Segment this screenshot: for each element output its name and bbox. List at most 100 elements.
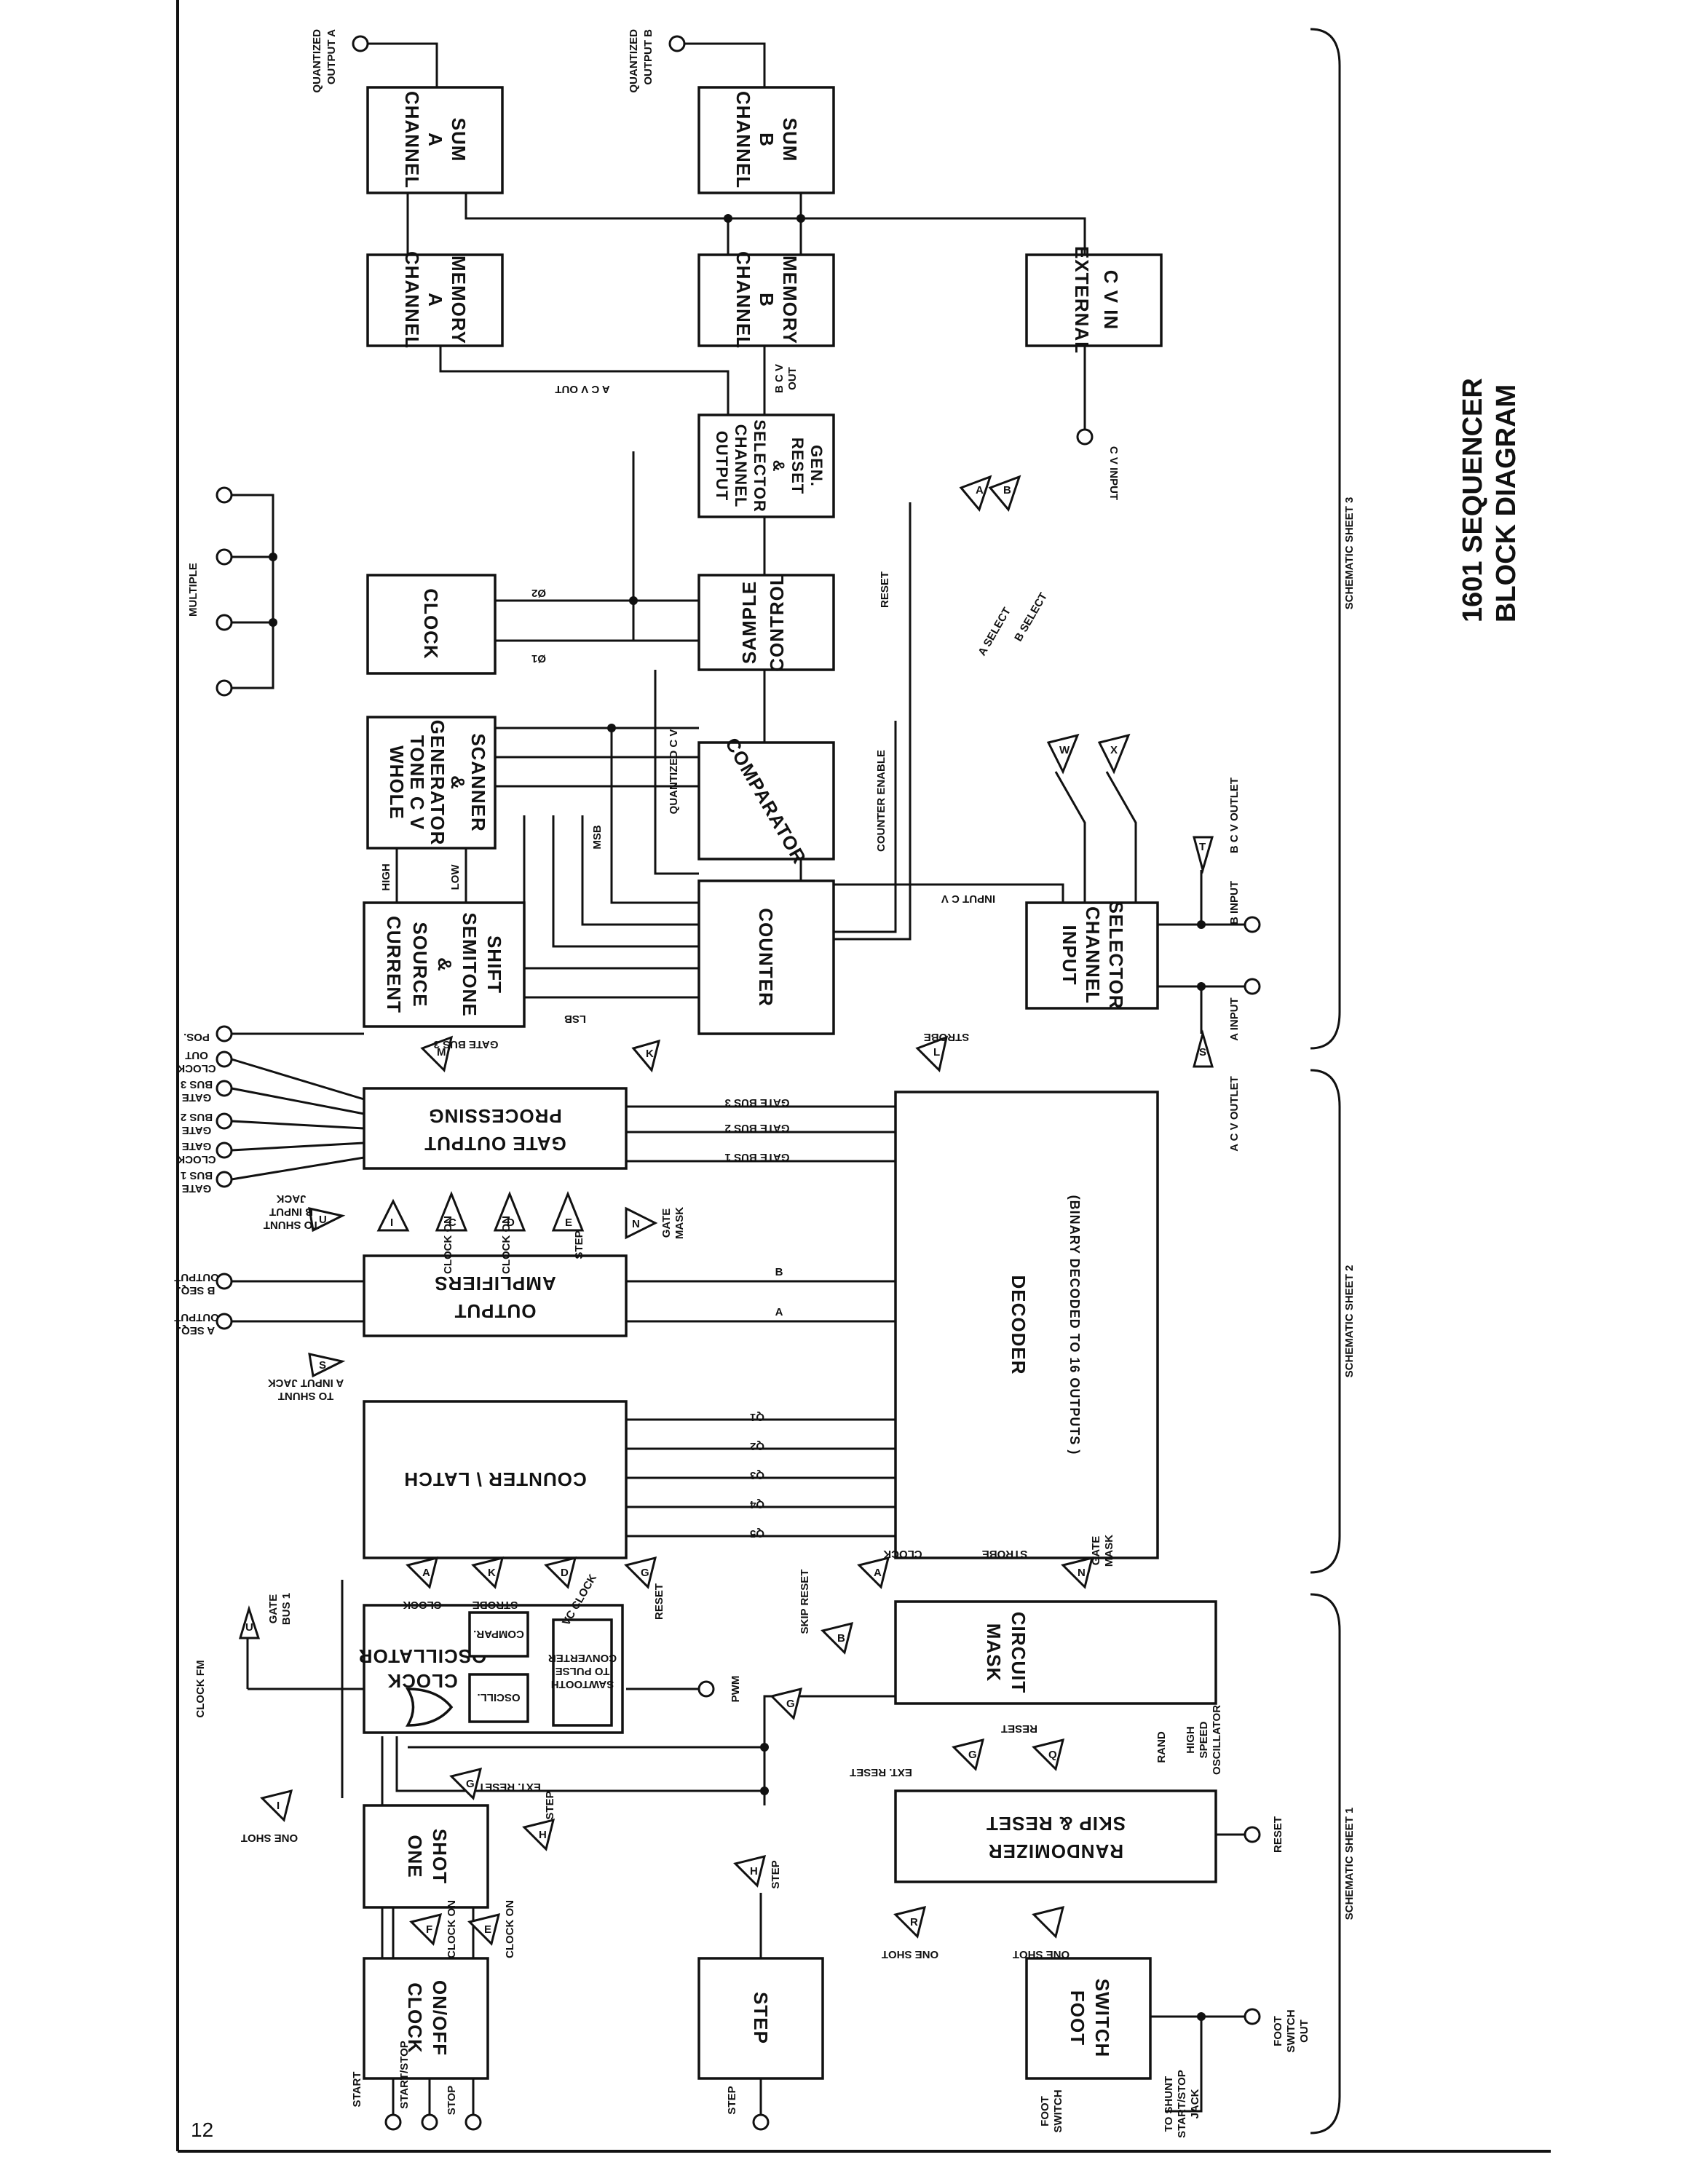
reset-label-top: RESET	[879, 571, 891, 608]
channel-a-sum-line-3: SUM	[448, 118, 470, 162]
ocs-line-2: CHANNEL	[732, 424, 750, 508]
channel-a-sum-block: CHANNEL A SUM	[366, 86, 504, 194]
a-seq-line-1: A SEQ.	[178, 1324, 215, 1337]
tri-letter-b1: B	[1003, 484, 1011, 496]
shunt-b-line-2: B INPUT	[269, 1206, 313, 1218]
counter-latch-block: COUNTER \ LATCH	[363, 1400, 628, 1559]
hso-line-3: OSCILLATOR	[1211, 1705, 1223, 1775]
gb1-small-line-1: GATE	[267, 1594, 280, 1624]
step-jack-label: STEP	[726, 2086, 738, 2114]
foot-out-line-3: OUT	[1298, 2019, 1310, 2043]
oa-line-2: AMPLIFIERS	[434, 1273, 556, 1294]
b-cv-out-line-1: B C V	[773, 364, 786, 393]
multiple-jack-4	[216, 679, 233, 697]
hso-line-1: HIGH	[1185, 1726, 1197, 1754]
shunt-ss-line-2: START/STOP	[1176, 2070, 1188, 2138]
counter-line-1: COUNTER	[755, 908, 777, 1007]
multiple-label: MULTIPLE	[187, 563, 199, 617]
start-stop-jack	[421, 2113, 438, 2131]
gb3-jack-line-1: GATE	[182, 1091, 212, 1104]
mask-line-2: CIRCUIT	[1008, 1612, 1029, 1693]
high-label: HIGH	[380, 863, 392, 891]
multiple-jack-3	[216, 614, 233, 631]
pwm-jack	[697, 1680, 715, 1698]
clock-line-1: CLOCK	[420, 588, 442, 659]
gate-mask-line-2: MASK	[673, 1207, 686, 1239]
channel-b-memory-line-3: MEMORY	[779, 256, 801, 344]
oscill-label: OSCILL.	[477, 1691, 520, 1704]
tri-cv-out-1	[959, 475, 992, 513]
one-shot-rand-label-2: ONE SHOT	[1013, 1948, 1070, 1961]
gate-bus-3-tri-label: GATE BUS 3	[434, 1038, 499, 1051]
tri-cl-2	[471, 1556, 505, 1589]
tri-letter-d2: D	[561, 1567, 569, 1579]
channel-b-memory-line-2: B	[756, 293, 778, 307]
step-in-label: STEP	[770, 1860, 782, 1888]
randomizer-line-2: SKIP & RESET	[986, 1813, 1126, 1835]
quantized-b-jack	[668, 35, 686, 52]
one-shot-label: ONE SHOT	[241, 1832, 298, 1844]
tri-step-in	[733, 1854, 767, 1888]
start-label: START	[351, 2072, 363, 2108]
whole-tone-line-2: TONE C V	[406, 735, 428, 830]
output-channel-selector-block: OUTPUT CHANNEL SELECTOR & RESET GEN.	[697, 414, 835, 518]
cv-input-label: C V INPUT	[1107, 446, 1120, 500]
pos-label: POS.	[183, 1031, 210, 1043]
q5-label: Q5	[750, 1527, 764, 1540]
shunt-ss-line-1: TO SHUNT	[1163, 2076, 1175, 2132]
tri-gate-mask-2	[1061, 1556, 1094, 1589]
tri-letter-h: H	[539, 1829, 547, 1841]
mask-circuit-block: MASK CIRCUIT	[894, 1600, 1217, 1705]
foot-in-line-1: FOOT	[1039, 2096, 1051, 2126]
clock-out-line-1: CLOCK	[177, 1062, 216, 1075]
tri-letter-g4: G	[968, 1749, 977, 1761]
sample-control-line-1: SAMPLE	[738, 581, 760, 664]
a-input-label: A INPUT	[1228, 997, 1241, 1040]
brace-sheet-3	[1310, 28, 1341, 1050]
tri-gate-bus-3	[420, 1035, 454, 1072]
channel-a-memory-line-3: MEMORY	[448, 256, 470, 344]
tri-letter-u: U	[319, 1214, 327, 1226]
gate-bus-1-label: GATE BUS 1	[725, 1151, 790, 1163]
foot-switch-line-2: SWITCH	[1091, 1979, 1113, 2058]
sample-control-block: SAMPLE CONTROL	[697, 573, 835, 672]
lsb-label: LSB	[564, 1013, 586, 1025]
clock-osc-line-2: OSCILLATOR	[358, 1645, 487, 1667]
quantized-b-line-1: QUANTIZED	[628, 29, 640, 93]
current-source-line-3: &	[434, 957, 456, 972]
b-input-label: B INPUT	[1228, 881, 1241, 925]
ext-reset-mask-label: EXT. RESET	[850, 1766, 912, 1779]
channel-a-memory-line-1: CHANNEL	[401, 251, 423, 349]
q1-label: Q1	[750, 1411, 764, 1423]
foot-in-line-2: SWITCH	[1052, 2089, 1064, 2132]
b-seq-line-1: B SEQ.	[178, 1284, 216, 1297]
external-cv-in-block: EXTERNAL C V IN	[1025, 246, 1163, 354]
tri-clock-on	[467, 1912, 501, 1946]
clock-fm-label: CLOCK FM	[194, 1660, 207, 1717]
tri-letter-m: M	[437, 1046, 446, 1059]
shunt-b-line-1: TO SHUNT	[264, 1219, 319, 1231]
tri-letter-l: L	[933, 1046, 940, 1059]
strobe-label-bottom: STROBE	[473, 1599, 518, 1611]
ics-line-1: INPUT	[1059, 925, 1080, 986]
clock-on-os-label-1: CLOCK ON	[446, 1900, 458, 1958]
gate-bus-2-label: GATE BUS 2	[725, 1122, 790, 1134]
rand-label: RAND	[1155, 1731, 1168, 1762]
tri-strobe	[915, 1035, 949, 1072]
gb1-jack-line-2: BUS 1	[181, 1169, 213, 1182]
channel-a-sum-line-2: A	[424, 132, 446, 147]
tri-letter-u2: U	[245, 1621, 253, 1634]
cv-input-jack	[1076, 428, 1094, 446]
clock-onoff-line-1: CLOCK	[404, 1982, 426, 2053]
gb3-jack-line-2: BUS 3	[181, 1078, 213, 1091]
tri-step	[522, 1818, 556, 1851]
one-shot-block: ONE SHOT	[363, 1804, 489, 1909]
randomizer-line-1: RANDOMIZER	[988, 1840, 1123, 1862]
external-cv-in-line-2: C V IN	[1100, 270, 1122, 331]
current-source-block: CURRENT SOURCE & SEMITONE SHIFT	[363, 901, 526, 1028]
tri-letter-i2: I	[277, 1800, 280, 1812]
a-cv-outlet-label: A C V OUTLET	[1228, 1076, 1241, 1152]
comparator-block: COMPARATOR	[697, 734, 835, 868]
sheet-2-label: SCHEMATIC SHEET 2	[1343, 1265, 1356, 1378]
gop-line-1: GATE OUTPUT	[424, 1133, 566, 1155]
